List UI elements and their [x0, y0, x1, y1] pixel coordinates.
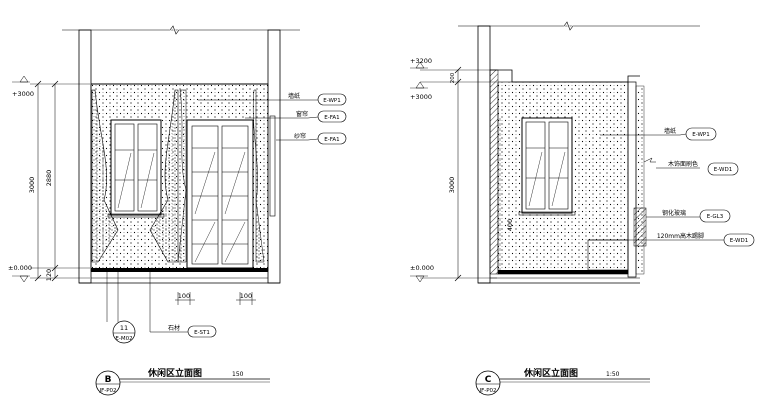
dim-total-c: 3000: [448, 177, 456, 194]
svg-text:120mm高木踢脚: 120mm高木踢脚: [657, 232, 704, 240]
tag-curtain-b: E-FA1: [324, 115, 339, 121]
tag-wallpaper-b: E-WP1: [323, 98, 341, 104]
title-block-b: B JF-P02 休闲区立面图 150: [95, 367, 270, 396]
level-top-b: +3000: [12, 90, 34, 98]
svg-text:11: 11: [120, 324, 128, 332]
level-top-c: +3000: [410, 93, 432, 101]
leader-wood-c: 木饰面刷色 E-WD1: [643, 157, 739, 176]
leader-wallpaper-c: 墙纸 E-WP1: [600, 127, 717, 141]
dim-total-b: 3000: [28, 177, 36, 194]
tag-sheer-b: E-FA1: [324, 137, 339, 143]
dim-center-b: 100: [178, 292, 190, 300]
tag-wood-c: E-WD1: [714, 167, 732, 173]
svg-text:JF-P02: JF-P02: [98, 388, 116, 394]
window-b: [107, 119, 165, 218]
title-b: 休闲区立面图: [147, 367, 202, 379]
leader-curtain-b: 窗帘 E-FA1: [245, 110, 347, 123]
svg-text:E-M02: E-M02: [115, 336, 132, 342]
svg-text:B: B: [105, 375, 112, 385]
svg-text:窗帘: 窗帘: [296, 110, 308, 118]
leader-glass-c: 钢化玻璃 E-GL3: [646, 209, 731, 223]
leader-sheer-b: 纱帘 E-FA1: [276, 132, 347, 145]
tag-skirting-c: E-WD1: [730, 238, 748, 244]
dimension-b: 3000 2880 120 +3000 ±0.000: [8, 75, 90, 283]
bottom-dimension-b: 100 100: [175, 292, 256, 305]
door-b: [186, 119, 254, 269]
svg-text:C: C: [485, 375, 492, 385]
level-bottom-c: ±0.000: [410, 264, 434, 272]
tag-stone-b: E-ST1: [194, 330, 210, 336]
svg-text:墙纸: 墙纸: [664, 127, 676, 135]
leader-skirting-c: 120mm高木踢脚 E-WD1: [588, 232, 755, 247]
svg-text:纱帘: 纱帘: [294, 132, 306, 140]
level-upper-c: +3200: [410, 57, 432, 65]
tag-glass-c: E-GL3: [707, 214, 724, 220]
title-block-c: C JF-P02 休闲区立面图 1:50: [475, 367, 650, 396]
window-c: [518, 117, 576, 216]
tag-wallpaper-c: E-WP1: [692, 132, 710, 138]
dim-upper-c: 200: [450, 72, 456, 83]
leader-stone-b: 石材 E-ST1: [149, 272, 217, 338]
level-bottom-b: ±0.000: [8, 264, 32, 272]
dim-side-c: 400: [506, 219, 514, 231]
dim-wall-b: 2880: [45, 170, 53, 187]
elevation-b: 墙纸 E-WP1 窗帘 E-FA1 纱帘 E-FA1: [8, 23, 347, 396]
scale-b: 150: [232, 371, 244, 378]
title-c: 休闲区立面图: [523, 367, 578, 379]
curtain-left-b: [91, 89, 119, 263]
detail-marker-b: 11 E-M02: [106, 272, 136, 344]
svg-text:墙纸: 墙纸: [288, 92, 300, 100]
svg-text:JF-P02: JF-P02: [478, 388, 496, 394]
dimension-c: 200 3000 400 +3200 +3000 ±0.000: [410, 57, 514, 283]
svg-text:钢化玻璃: 钢化玻璃: [662, 209, 686, 217]
scale-c: 1:50: [606, 371, 620, 378]
dim-base-b: 120: [45, 269, 53, 281]
svg-text:木饰面刷色: 木饰面刷色: [668, 160, 698, 168]
leader-wallpaper-b: 墙纸 E-WP1: [198, 92, 347, 106]
elevation-c: 墙纸 E-WP1 木饰面刷色 E-WD1 钢化玻璃 E-GL3 120mm高木踢…: [410, 19, 755, 396]
svg-text:石材: 石材: [168, 324, 180, 332]
dim-door-gap-b: 100: [240, 292, 252, 300]
curtain-right-b: [149, 89, 179, 263]
